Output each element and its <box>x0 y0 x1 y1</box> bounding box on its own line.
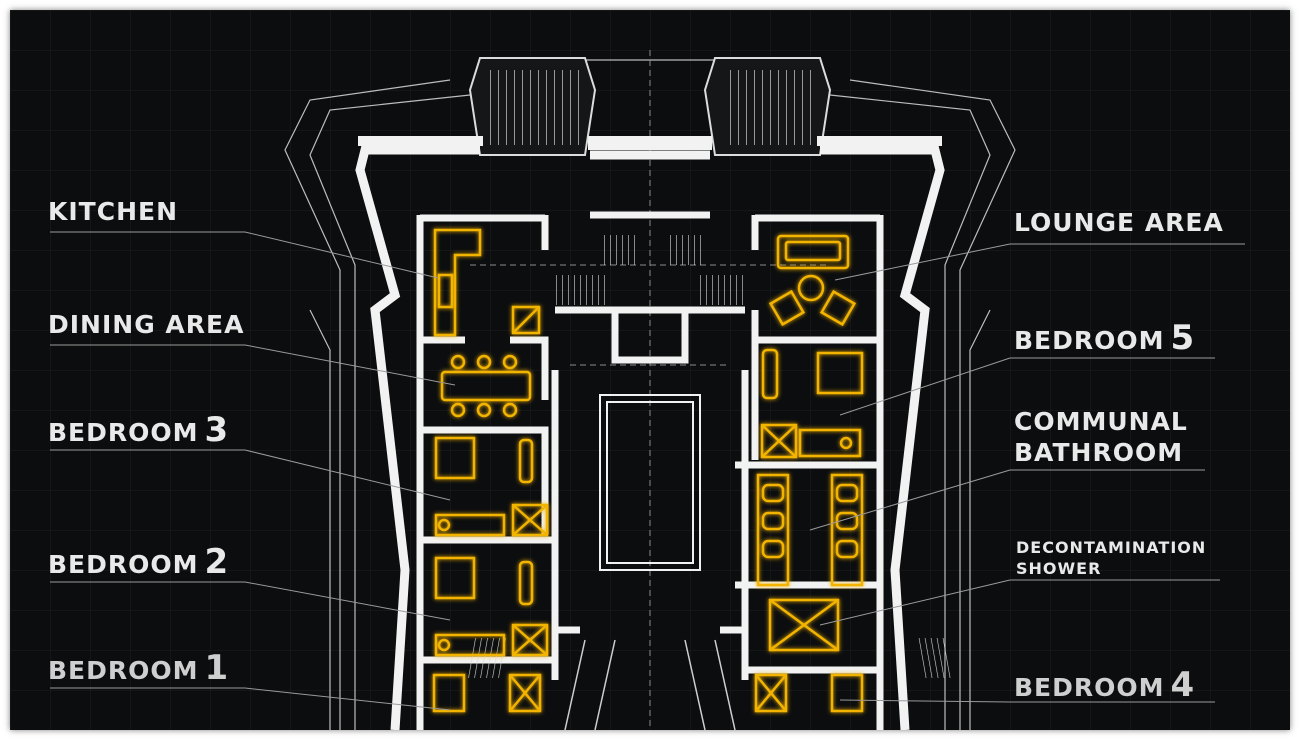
label-lounge-area-text: Lounge Area <box>1014 208 1224 237</box>
label-bedroom-5-number: 5 <box>1170 318 1196 358</box>
label-bedroom-4-text: Bedroom <box>1014 673 1165 702</box>
center-lines <box>470 50 830 730</box>
stairs-right <box>695 275 745 305</box>
label-bedroom-2-text: Bedroom <box>48 550 199 579</box>
label-bathroom-text: Bathroom <box>1014 438 1184 467</box>
label-bedroom-3-number: 3 <box>204 410 230 450</box>
entry-ramps <box>564 639 736 730</box>
label-decontamination-shower: Decontamination Shower <box>1016 537 1206 579</box>
vent-housing-right <box>703 57 832 156</box>
furniture <box>432 228 864 713</box>
label-bedroom-5: Bedroom5 <box>1014 318 1195 358</box>
label-communal-bathroom: Communal Bathroom <box>1014 406 1188 468</box>
label-dining-area-text: Dining Area <box>48 310 245 339</box>
label-kitchen: Kitchen <box>48 197 178 226</box>
label-bedroom-3: Bedroom3 <box>48 410 229 450</box>
outer-walls <box>355 145 945 730</box>
callout-lines <box>50 231 1245 711</box>
label-communal-text: Communal <box>1014 407 1188 436</box>
label-lounge-area: Lounge Area <box>1014 208 1224 237</box>
bunker-floor-plan <box>10 10 1290 730</box>
label-dining-area: Dining Area <box>48 310 244 339</box>
label-bedroom-3-text: Bedroom <box>48 418 199 447</box>
label-bedroom-5-text: Bedroom <box>1014 326 1165 355</box>
floor-plan-frame: Kitchen Dining Area Bedroom3 Bedroom2 Be… <box>10 10 1290 730</box>
vent-housing-left <box>468 57 597 156</box>
inner-walls <box>416 211 884 730</box>
label-bedroom-4-number: 4 <box>1170 665 1196 705</box>
label-decontamination-text: Decontamination <box>1016 538 1207 557</box>
central-hall <box>599 394 701 571</box>
label-bedroom-2: Bedroom2 <box>48 542 229 582</box>
label-bedroom-1-number: 1 <box>204 648 230 688</box>
label-bedroom-1-text: Bedroom <box>48 656 199 685</box>
label-kitchen-text: Kitchen <box>48 197 178 226</box>
label-bedroom-2-number: 2 <box>204 542 230 582</box>
outer-outline <box>284 59 1016 730</box>
label-shower-text: Shower <box>1016 559 1102 578</box>
label-bedroom-1: Bedroom1 <box>48 648 229 688</box>
label-bedroom-4: Bedroom4 <box>1014 665 1195 705</box>
stairs-left <box>555 275 605 305</box>
